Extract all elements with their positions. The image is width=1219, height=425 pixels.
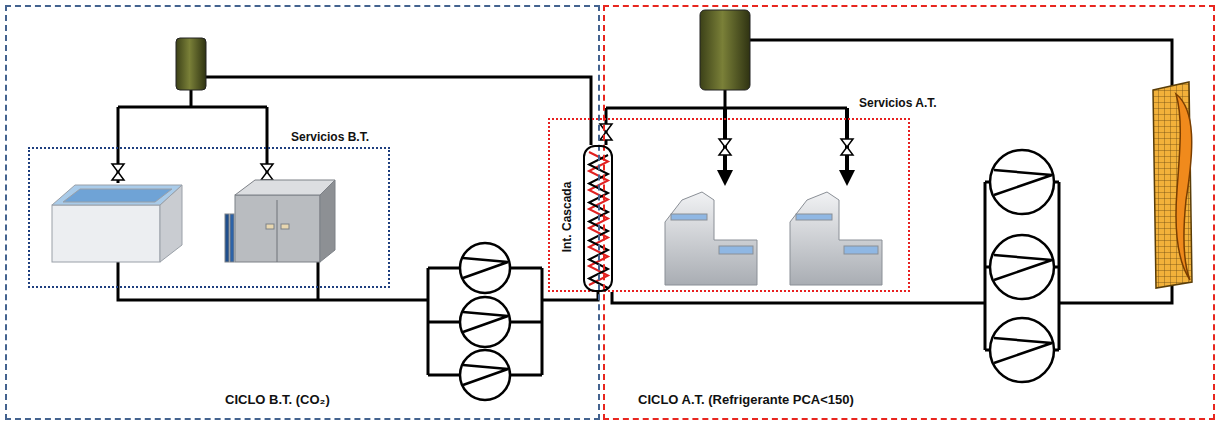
pipe <box>750 40 1172 86</box>
compressor-symbol <box>463 365 508 385</box>
flow-arrowhead <box>717 170 855 186</box>
display-case <box>844 246 878 254</box>
liquid-receiver <box>700 10 750 90</box>
cold-room <box>225 180 335 262</box>
vertical-label: Int. Cascada <box>561 182 574 253</box>
pipe <box>1059 284 1172 303</box>
node-label: CICLO B.T. (CO₂) <box>225 393 330 407</box>
display-case <box>665 192 757 285</box>
display-case <box>796 214 832 220</box>
cold-room <box>266 224 274 229</box>
flow-arrowhead <box>839 170 855 186</box>
air-condenser <box>1176 94 1192 280</box>
air-condenser <box>1153 82 1192 288</box>
cold-room <box>230 214 234 262</box>
pipe <box>510 268 542 375</box>
compressor-symbol <box>990 150 1054 214</box>
pipe <box>118 90 267 183</box>
pipe <box>428 268 460 375</box>
freezer-chest <box>52 205 160 262</box>
compressor-symbol <box>994 338 1052 363</box>
compressor-symbol <box>994 255 1052 280</box>
display-case <box>665 192 882 285</box>
display-case <box>790 192 882 285</box>
pipe <box>118 262 428 300</box>
cold-room <box>235 195 320 262</box>
expansion-valve <box>600 124 612 140</box>
pipe <box>206 77 591 145</box>
compressor-symbol <box>460 297 510 347</box>
cold-room <box>277 200 278 262</box>
air-condenser <box>1153 82 1192 288</box>
compressor-symbol <box>463 312 508 332</box>
flow-arrowhead <box>717 170 733 186</box>
cold-room <box>320 180 335 262</box>
cold-room <box>235 180 335 195</box>
display-case <box>671 214 707 220</box>
expansion-valve <box>719 139 731 155</box>
expansion-valve <box>261 164 273 180</box>
freezer-chest <box>52 185 182 205</box>
compressor-symbol <box>460 243 510 293</box>
compressor-symbol <box>994 170 1052 195</box>
cascade-heat-exchanger: Int. Cascada <box>583 145 613 292</box>
node-label: CICLO A.T. (Refrigerante PCA<150) <box>638 393 854 407</box>
service-group: Servicios B.T. <box>28 147 390 288</box>
liquid-receiver <box>176 10 750 90</box>
compressor-symbol <box>990 318 1054 382</box>
compressor-symbol <box>460 350 510 400</box>
expansion-valve <box>112 164 124 180</box>
expansion-valve <box>841 139 853 155</box>
display-case <box>719 246 753 254</box>
expansion-valve <box>112 124 853 180</box>
compressor-symbol <box>463 258 508 278</box>
cold-room <box>225 214 229 262</box>
cycle-region: CICLO B.T. (CO₂) Servicios B.T. <box>5 5 600 420</box>
pipe <box>612 292 985 303</box>
liquid-receiver <box>176 38 206 90</box>
node-label: Servicios B.T. <box>291 131 369 144</box>
service-group: Servicios A.T.Int. Cascada <box>548 118 910 292</box>
compressor-symbol <box>990 235 1054 299</box>
freezer-chest <box>52 185 182 262</box>
pipe <box>542 292 598 300</box>
node-label: Servicios A.T. <box>859 97 937 110</box>
freezer-chest <box>63 189 172 202</box>
cold-room <box>281 224 289 229</box>
